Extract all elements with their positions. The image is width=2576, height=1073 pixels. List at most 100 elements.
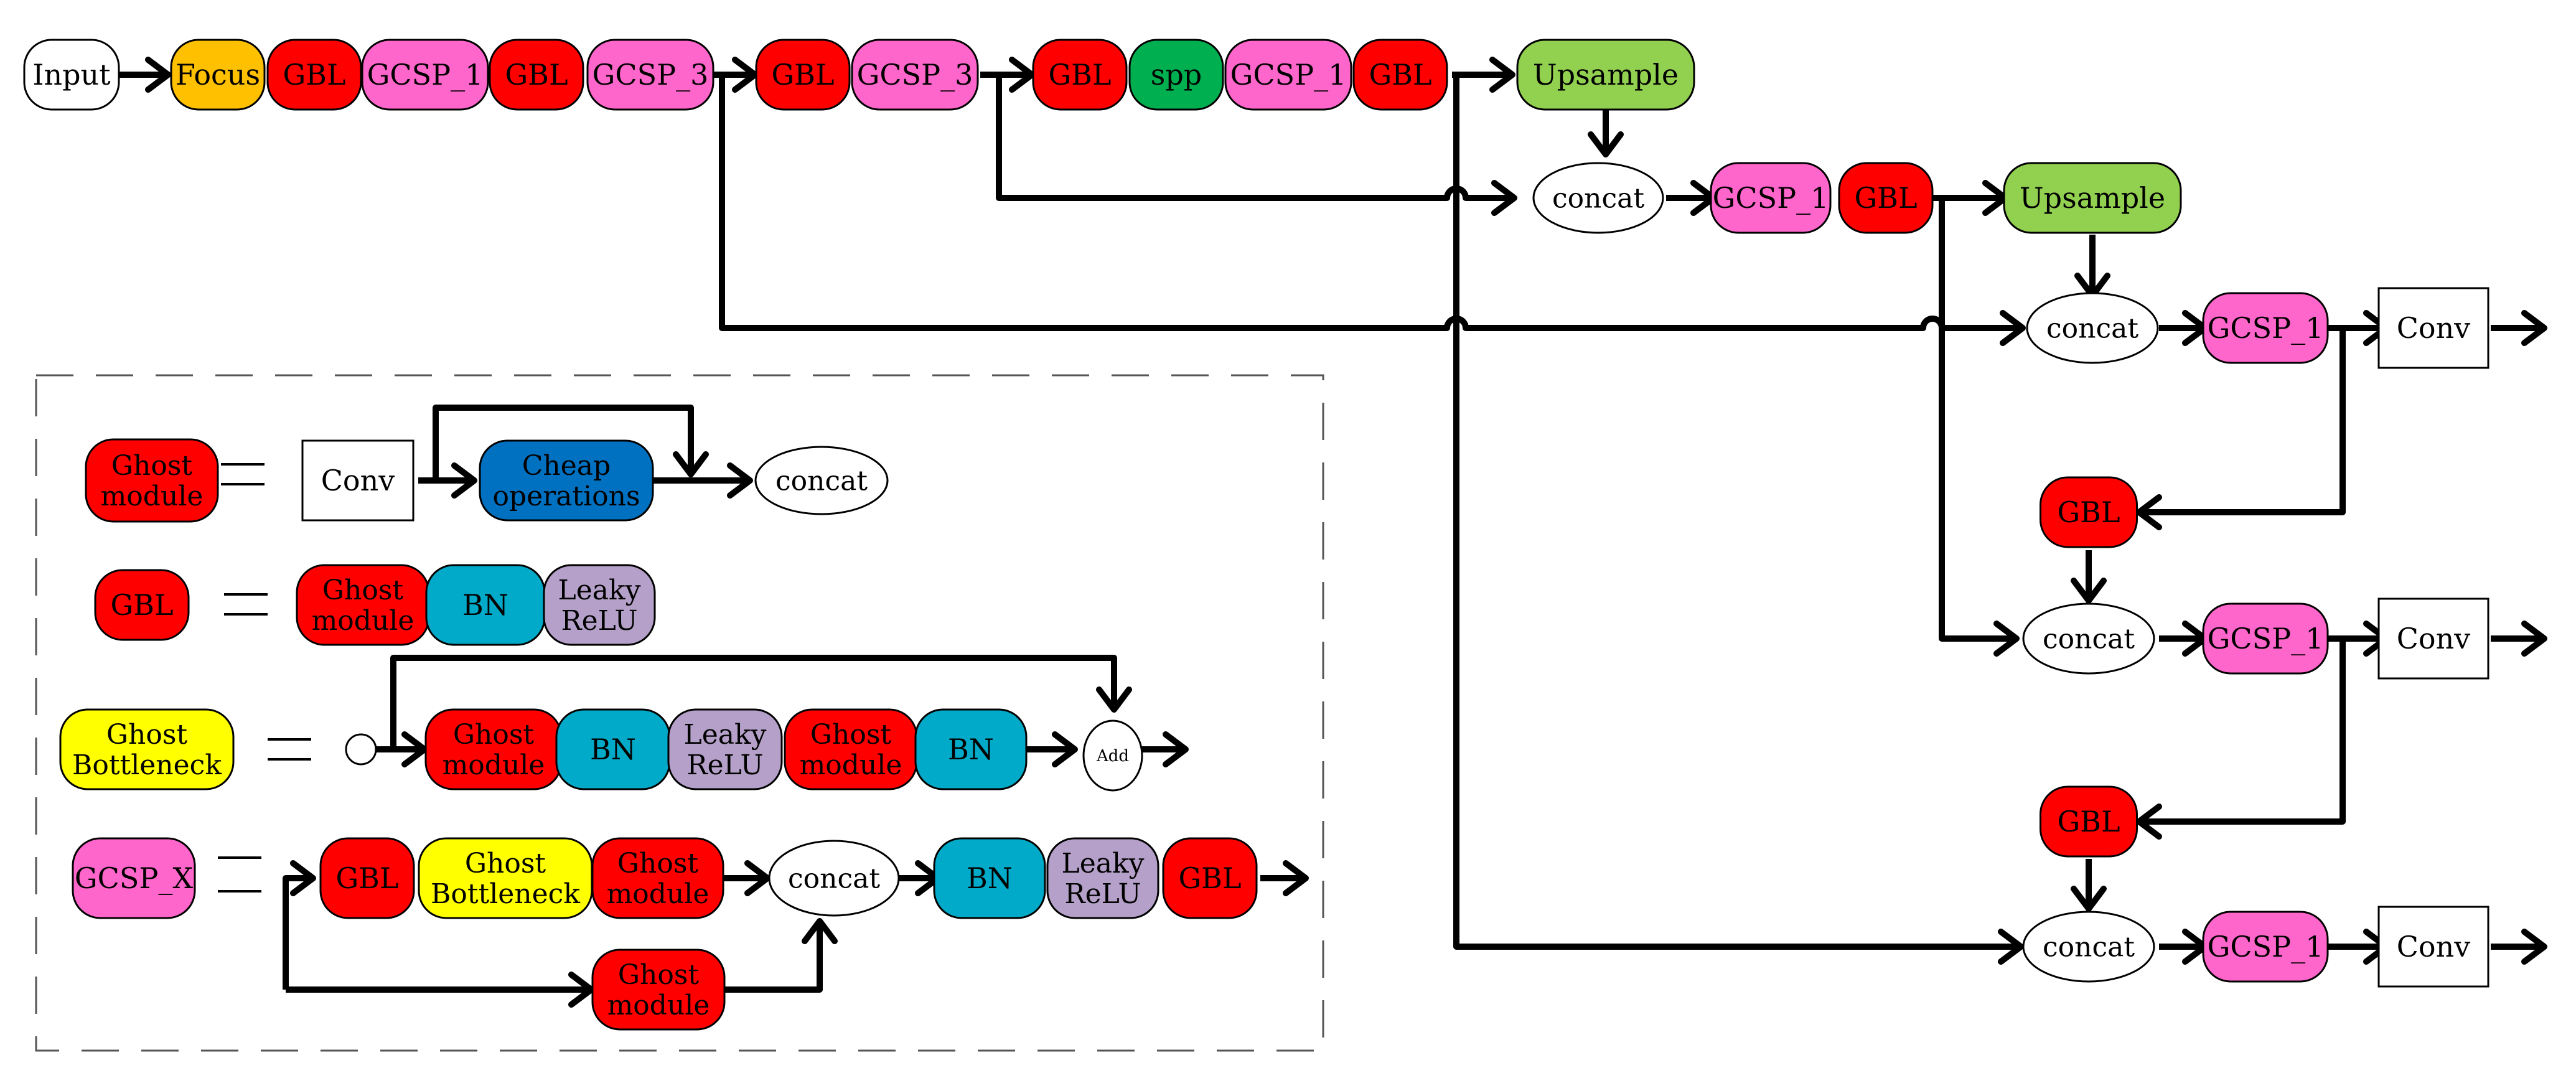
skip-gcsp3-to-concat-2: [719, 75, 2026, 346]
concat-node-4-label: concat: [2043, 931, 2135, 963]
legend-bottleneck-label-label: Ghost: [106, 719, 188, 751]
legend-bypass-to-add: [390, 655, 1132, 749]
gcsp1-node-3: GCSP_1: [1710, 162, 1832, 234]
gcsp1-node-6-shape: [2202, 911, 2329, 983]
legend-gcsp-concat-shape: [768, 840, 900, 917]
legend-gcsp-gbl-out-shape: [1162, 837, 1258, 919]
gcsp1-node-6-label: GCSP_1: [2208, 930, 2324, 963]
gbl-node-7: GBL: [2040, 476, 2138, 548]
legend-gcsp-ghost-a-shape: [591, 837, 724, 919]
legend-gcsp-ghost-b-shape: [591, 949, 726, 1031]
legend-gcsp-bottleneck-label: Bottleneck: [431, 878, 580, 910]
gbl-node-6: GBL: [1838, 162, 1934, 234]
legend-gcsp-gbl-out-label: GBL: [1178, 861, 1241, 895]
legend-bottleneck-bn-a-label: BN: [590, 733, 636, 766]
legend-arrow-ghost-b-concat: [725, 918, 838, 993]
gbl-node-2: GBL: [489, 39, 584, 111]
legend-bypass-conv-concat: [433, 405, 709, 480]
gcsp3-node-2: GCSP_3: [851, 39, 979, 111]
arrow-gcsp1-to-gbl-7: [2136, 328, 2346, 530]
legend-gbl-ghost-label: module: [312, 605, 415, 637]
conv-node-3: Conv: [2377, 906, 2489, 988]
gbl-node-5-shape: [1352, 39, 1448, 111]
conv-node-1-label: Conv: [2397, 311, 2471, 345]
gcsp1-node-1: GCSP_1: [361, 39, 489, 111]
gcsp1-node-5-shape: [2202, 602, 2329, 675]
legend-gbl-label: GBL: [94, 569, 190, 641]
concat-node-3: concat: [2022, 602, 2155, 675]
gbl-node-1-shape: [266, 39, 362, 111]
legend-gcsp-gbl: GBL: [319, 837, 415, 919]
legend-bottleneck-input-circle: [345, 733, 377, 766]
legend-ghost-cheap-shape: [479, 439, 654, 522]
concat-node-1-shape: [1532, 162, 1664, 234]
gcsp1-node-4-label: GCSP_1: [2208, 311, 2324, 345]
concat-node-3-shape: [2022, 602, 2155, 675]
gbl-node-8: GBL: [2040, 785, 2138, 858]
legend-frame: [35, 374, 1324, 1052]
legend-bottleneck-label-label: Bottleneck: [72, 749, 222, 781]
input-node: Input: [23, 39, 120, 111]
legend-gcsp-bottleneck-label: Ghost: [465, 848, 546, 879]
gbl-node-6-shape: [1838, 162, 1934, 234]
gcsp1-node-2-shape: [1224, 39, 1352, 111]
concat-node-2-label: concat: [2046, 312, 2138, 344]
legend-gbl-leaky-label: ReLU: [561, 605, 637, 637]
legend-gcsp-concat: concat: [768, 840, 900, 917]
legend-gcsp-label: GCSP_X: [72, 837, 196, 919]
legend-bottleneck-add-shape: [1082, 719, 1143, 792]
concat-node-4-shape: [2022, 911, 2155, 983]
legend-ghost-conv: Conv: [301, 439, 415, 522]
gcsp1-node-6: GCSP_1: [2202, 911, 2329, 983]
gcsp1-node-2-label: GCSP_1: [1230, 58, 1347, 91]
gcsp1-node-4: GCSP_1: [2202, 292, 2329, 364]
legend-gcsp-leaky-label: Leaky: [1061, 848, 1144, 879]
focus-node-label: Focus: [176, 58, 260, 91]
legend-bottleneck-bn-b: BN: [914, 708, 1028, 790]
legend-bottleneck-bn-b-label: BN: [948, 733, 994, 766]
legend-ghost-module-label-shape: [85, 438, 219, 523]
gbl-node-5-label: GBL: [1369, 58, 1431, 91]
gbl-node-8-label: GBL: [2057, 805, 2120, 838]
spp-node-shape: [1128, 39, 1224, 111]
concat-node-1-label: concat: [1552, 182, 1644, 214]
legend-bottleneck-label-shape: [59, 708, 235, 790]
legend-ghost-module-label-label: module: [101, 480, 204, 512]
conv-node-3-shape: [2377, 906, 2489, 988]
upsample-node-2-shape: [2003, 162, 2182, 234]
legend-gbl-bn-label: BN: [462, 588, 508, 622]
gcsp1-node-4-shape: [2202, 292, 2329, 364]
concat-node-2-shape: [2026, 292, 2159, 364]
gbl-node-1: GBL: [266, 39, 362, 111]
legend-gbl-ghost-label: Ghost: [322, 574, 404, 606]
input-node-label: Input: [32, 58, 111, 91]
legend-gbl-label-label: GBL: [110, 588, 173, 622]
legend-bottleneck-add: Add: [1082, 719, 1143, 792]
gbl-node-8-shape: [2040, 785, 2138, 858]
legend-gbl-bn: BN: [425, 564, 546, 646]
legend-ghost-module-label-label: Ghost: [111, 450, 193, 482]
gbl-node-4-shape: [1032, 39, 1128, 111]
gcsp1-node-3-label: GCSP_1: [1713, 181, 1829, 215]
legend-bottleneck-ghost-b-label: module: [800, 749, 902, 781]
legend-ghost-cheap-label: Cheap: [522, 450, 611, 482]
legend-gcsp-bn-label: BN: [967, 861, 1013, 895]
gcsp1-node-1-shape: [361, 39, 489, 111]
gcsp3-node-2-label: GCSP_3: [857, 58, 973, 91]
legend-gcsp-gbl-out: GBL: [1162, 837, 1258, 919]
gbl-node-3-shape: [755, 39, 851, 111]
legend-bottleneck-leaky-shape: [667, 708, 783, 790]
legend-gcsp-concat-label: concat: [788, 863, 880, 894]
gcsp1-node-3-shape: [1710, 162, 1832, 234]
legend-bottleneck-leaky-label: ReLU: [686, 749, 763, 781]
conv-node-2-shape: [2377, 597, 2489, 680]
gcsp1-node-5: GCSP_1: [2202, 602, 2329, 675]
upsample-node-2-label: Upsample: [2020, 181, 2165, 215]
